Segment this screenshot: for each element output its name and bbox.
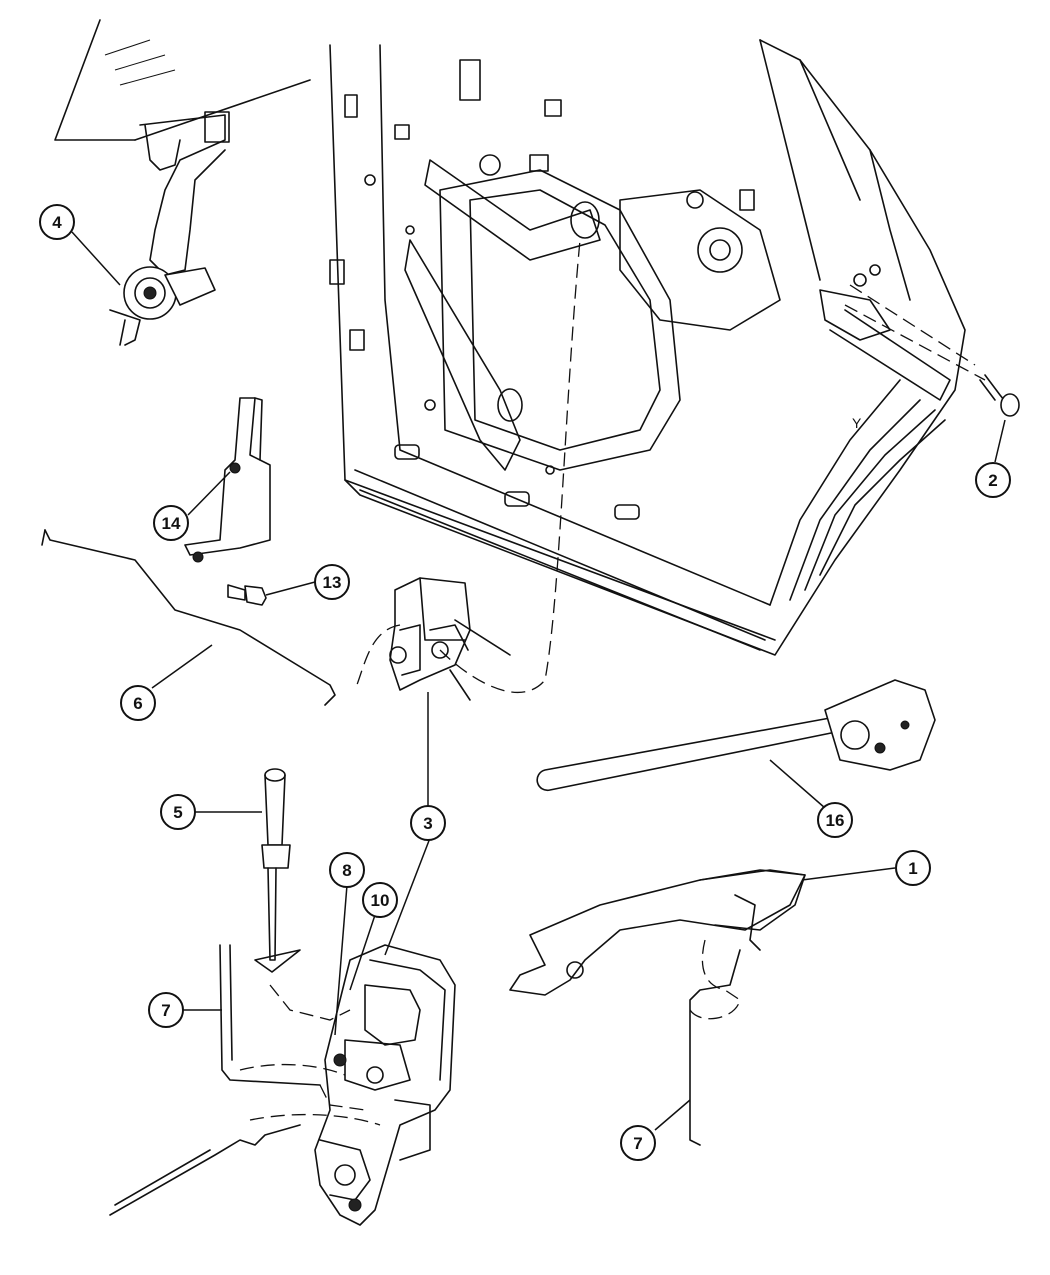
callout-1: 1 bbox=[895, 850, 931, 886]
callout-13: 13 bbox=[314, 564, 350, 600]
svg-text:7: 7 bbox=[161, 1001, 170, 1020]
svg-text:8: 8 bbox=[342, 861, 351, 880]
door-inner-panel bbox=[329, 39, 966, 656]
callout-7-right: 7 bbox=[620, 1125, 656, 1161]
bolt bbox=[227, 584, 267, 606]
svg-text:16: 16 bbox=[826, 811, 845, 830]
svg-text:3: 3 bbox=[423, 814, 432, 833]
window-regulator-assembly bbox=[54, 19, 311, 346]
svg-text:13: 13 bbox=[323, 573, 342, 592]
panel-mark: Y bbox=[852, 415, 862, 431]
handle-link-rod bbox=[689, 949, 741, 1146]
callout-16: 16 bbox=[817, 802, 853, 838]
callout-8: 8 bbox=[329, 852, 365, 888]
svg-text:7: 7 bbox=[633, 1134, 642, 1153]
svg-text:4: 4 bbox=[52, 213, 62, 232]
callout-4: 4 bbox=[39, 204, 75, 240]
keyhole-slot-upper bbox=[570, 201, 600, 239]
svg-text:2: 2 bbox=[988, 471, 997, 490]
callout-5: 5 bbox=[160, 794, 196, 830]
hinge-bolt bbox=[979, 374, 1020, 417]
regulator-bracket bbox=[184, 397, 271, 563]
callout-3: 3 bbox=[410, 805, 446, 841]
handle-rod bbox=[536, 679, 936, 792]
callout-7-left: 7 bbox=[148, 992, 184, 1028]
outside-door-handle bbox=[509, 869, 806, 996]
lock-rod-knob bbox=[254, 768, 301, 973]
svg-text:1: 1 bbox=[908, 859, 917, 878]
keyhole-slot-lower bbox=[497, 388, 523, 422]
callout-6: 6 bbox=[120, 685, 156, 721]
callout-2: 2 bbox=[975, 462, 1011, 498]
callout-10: 10 bbox=[362, 882, 398, 918]
callout-14: 14 bbox=[153, 505, 189, 541]
svg-text:6: 6 bbox=[133, 694, 142, 713]
svg-text:5: 5 bbox=[173, 803, 182, 822]
inside-handle-rod bbox=[109, 944, 321, 1216]
svg-text:14: 14 bbox=[162, 514, 181, 533]
door-latch-lower bbox=[314, 944, 456, 1226]
latch-rod bbox=[41, 529, 336, 706]
svg-text:10: 10 bbox=[371, 891, 390, 910]
door-latch-upper bbox=[389, 577, 511, 701]
